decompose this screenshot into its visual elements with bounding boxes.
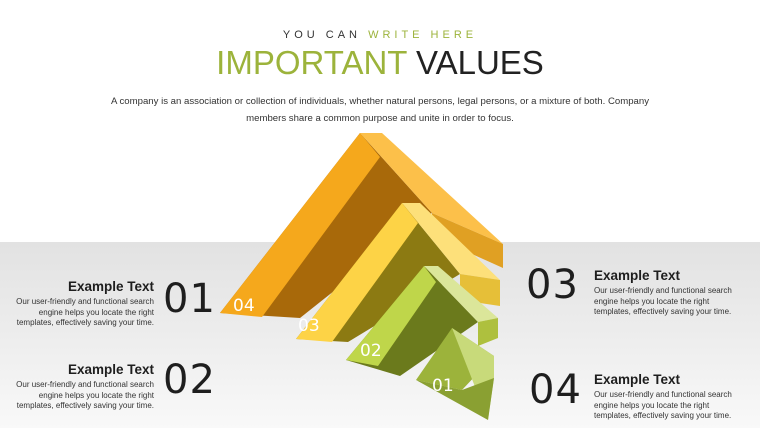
tier-04: 04 [220, 133, 503, 318]
item-04-text-block: Example Text Our user-friendly and funct… [594, 372, 734, 422]
tier-03-top-face [402, 203, 500, 280]
subtitle: YOU CAN WRITE HERE [282, 29, 478, 41]
item-01-number: 01 [163, 276, 216, 322]
tier-02-side-face [478, 318, 498, 346]
tier-03-front-face [296, 203, 418, 342]
tier-02-front-face [346, 266, 436, 366]
tier-02-label: 02 [360, 341, 382, 361]
item-02-number: 02 [163, 357, 216, 403]
tier-04-top-face [360, 133, 503, 244]
item-01-text-block: Example Text Our user-friendly and funct… [14, 279, 154, 329]
item-03-number: 03 [526, 262, 579, 308]
item-02-body: Our user-friendly and functional search … [16, 380, 154, 410]
tier-03-label: 03 [298, 316, 320, 336]
tier-04-front-face [220, 133, 380, 317]
item-03-body: Our user-friendly and functional search … [594, 286, 732, 316]
item-02-text-block: Example Text Our user-friendly and funct… [14, 362, 154, 412]
tier-04-label: 04 [233, 296, 255, 316]
tier-01-bottom-face [416, 378, 494, 420]
tier-01: 01 [416, 328, 494, 420]
item-03-text-block: Example Text Our user-friendly and funct… [594, 268, 734, 318]
tier-02-top-face [424, 266, 498, 322]
tier-02: 02 [346, 266, 498, 376]
page-title: IMPORTANT VALUES [216, 44, 544, 81]
item-01-title: Example Text [67, 279, 154, 294]
tier-01-label: 01 [432, 376, 454, 396]
item-04-title: Example Text [594, 372, 681, 387]
item-01-body: Our user-friendly and functional search … [16, 297, 154, 327]
item-04-number: 04 [529, 367, 582, 413]
item-03-title: Example Text [594, 268, 681, 283]
intro-text: A company is an association or collectio… [110, 96, 650, 124]
item-04-body: Our user-friendly and functional search … [594, 390, 732, 420]
item-02-title: Example Text [67, 362, 154, 377]
tier-04-side-face [432, 213, 503, 268]
